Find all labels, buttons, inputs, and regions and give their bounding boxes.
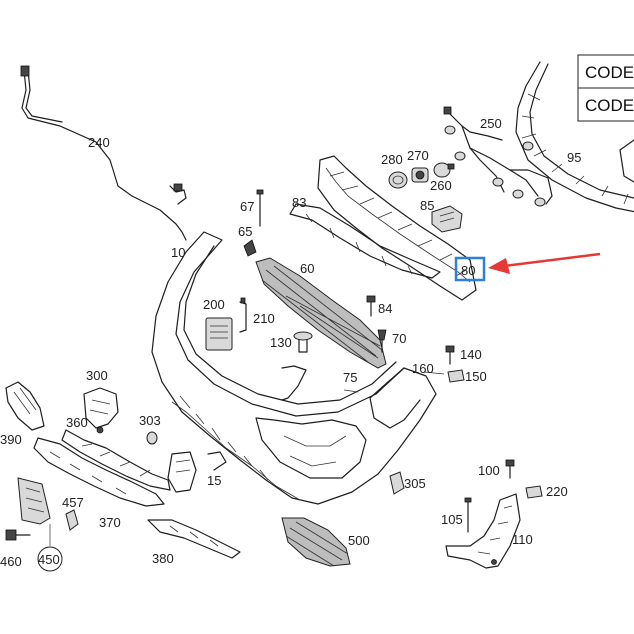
- part-210-bracket: [239, 297, 247, 333]
- code-table-row-2: CODE: [585, 96, 634, 115]
- label-305: 305: [404, 476, 426, 491]
- part-220-nut: [525, 485, 543, 499]
- part-85-sensor-module: [431, 205, 463, 233]
- part-500-fog-grille: [281, 517, 351, 567]
- part-305-clip: [389, 471, 405, 495]
- label-260: 260: [430, 178, 452, 193]
- label-450: 450: [38, 552, 60, 567]
- part-240-wiring-harness: [20, 65, 187, 241]
- part-260-sensor-bracket: [433, 162, 455, 178]
- part-300-bracket: [83, 387, 119, 434]
- label-460: 460: [0, 554, 22, 569]
- label-280: 280: [381, 152, 403, 167]
- label-210: 210: [253, 311, 275, 326]
- label-380: 380: [152, 551, 174, 566]
- part-380-lower-lip: [147, 519, 241, 559]
- part-370-lower-spoiler: [33, 437, 165, 507]
- leader-160: [423, 371, 445, 375]
- label-370: 370: [99, 515, 121, 530]
- part-83-upper-bracket: [289, 203, 441, 279]
- part-450-license-plate-bracket: [17, 477, 63, 572]
- part-60-mesh-grille: [255, 257, 387, 369]
- part-105-bolt: [464, 497, 472, 533]
- label-60: 60: [300, 261, 314, 276]
- part-100-screw: [505, 459, 515, 479]
- part-110-side-bracket: [445, 493, 521, 569]
- label-110: 110: [512, 532, 533, 547]
- label-15: 15: [207, 473, 221, 488]
- label-130: 130: [270, 335, 292, 350]
- label-250: 250: [480, 116, 502, 131]
- label-500: 500: [348, 533, 370, 548]
- label-75: 75: [343, 370, 357, 385]
- part-140-bolt: [445, 345, 455, 365]
- label-150: 150: [465, 369, 487, 384]
- part-303-grommet: [146, 431, 158, 445]
- part-65-clip: [243, 239, 257, 257]
- part-84-screw: [366, 295, 376, 317]
- part-95-bumper-support: [515, 61, 634, 213]
- label-80: 80: [461, 263, 475, 278]
- part-67-bolt: [256, 189, 264, 227]
- label-140: 140: [460, 347, 482, 362]
- label-270: 270: [407, 148, 429, 163]
- part-250-sensor-harness: [443, 106, 553, 207]
- highlight-arrow-head: [488, 258, 510, 274]
- part-15-bracket: [167, 451, 227, 493]
- code-table-row-1: CODE: [585, 63, 634, 82]
- label-390: 390: [0, 432, 22, 447]
- label-457: 457: [62, 495, 84, 510]
- label-65: 65: [238, 224, 252, 239]
- part-10-bumper-cover: [151, 231, 437, 505]
- label-83: 83: [292, 195, 306, 210]
- label-300: 300: [86, 368, 108, 383]
- part-360-trim-strip: [61, 429, 171, 491]
- label-84: 84: [378, 301, 392, 316]
- label-67: 67: [240, 199, 254, 214]
- part-460-bolt: [5, 529, 31, 541]
- label-70: 70: [392, 331, 406, 346]
- part-80-bumper-carrier: [317, 155, 477, 301]
- label-200: 200: [203, 297, 225, 312]
- label-100: 100: [478, 463, 500, 478]
- part-280-parking-sensor: [388, 171, 408, 189]
- part-270-sensor-ring: [411, 167, 429, 183]
- label-303: 303: [139, 413, 161, 428]
- label-85: 85: [420, 198, 434, 213]
- label-160: 160: [412, 361, 434, 376]
- part-457-clip: [65, 509, 79, 531]
- part-130-rivet: [293, 331, 313, 353]
- highlight-80: 80: [454, 252, 601, 282]
- highlight-box: [454, 256, 486, 282]
- label-220: 220: [546, 484, 568, 499]
- part-390-deflector: [5, 381, 45, 431]
- label-240: 240: [88, 135, 110, 150]
- label-10: 10: [171, 245, 185, 260]
- label-105: 105: [441, 512, 463, 527]
- label-95: 95: [567, 150, 581, 165]
- part-150-nut: [447, 369, 465, 383]
- code-table: CODE CODE: [577, 54, 634, 122]
- highlight-arrow-shaft: [503, 252, 601, 268]
- part-200-control-unit: [205, 317, 233, 351]
- part-70-nut: [377, 329, 387, 353]
- label-360: 360: [66, 415, 88, 430]
